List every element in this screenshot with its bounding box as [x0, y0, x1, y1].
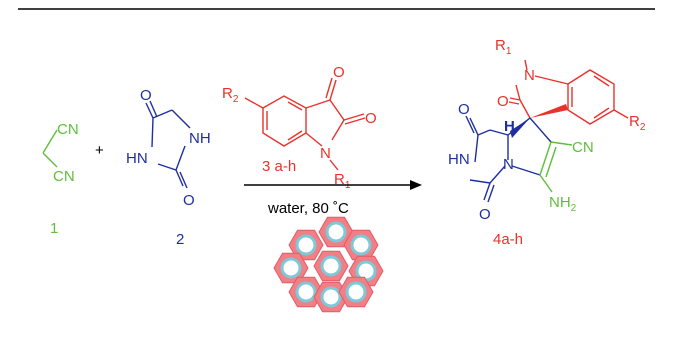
compound-2-o-bottom: O	[183, 192, 195, 209]
compound-1-cn-top: CN	[57, 121, 79, 138]
product-aminonitrile	[539, 141, 573, 193]
product-h-wedge	[510, 118, 530, 138]
product-label: 4a-h	[493, 231, 523, 248]
reaction-conditions: water, 80 ˚C	[267, 200, 349, 217]
product-hn: HN	[448, 151, 470, 168]
product-r1: R1	[495, 37, 512, 57]
product-r2: R2	[629, 113, 646, 133]
compound-3-o-right: O	[365, 110, 377, 127]
product-o-top: O	[458, 101, 470, 118]
compound-3-isatin	[244, 77, 366, 171]
product-n-ring: N	[503, 156, 514, 173]
catalyst-honeycomb	[273, 216, 384, 313]
product-nh2: NH2	[549, 194, 577, 214]
compound-2-nh: NH	[189, 130, 211, 147]
product-o-lactam: O	[497, 93, 509, 110]
catalyst-pore	[320, 255, 342, 277]
compound-3-o-top: O	[333, 64, 345, 81]
compound-3-n: N	[320, 145, 331, 162]
plus-sign: +	[95, 142, 104, 159]
catalyst-pore	[325, 221, 347, 243]
product-h: H	[504, 118, 515, 135]
product-spiro-wedge	[530, 104, 568, 118]
product-cn: CN	[572, 139, 594, 156]
compound-3-label: 3 a-h	[262, 158, 296, 175]
compound-2-number: 2	[176, 231, 184, 248]
reaction-arrow-head	[410, 180, 422, 190]
product-n-top: N	[524, 67, 535, 84]
catalyst-pore	[320, 286, 342, 308]
catalyst-pore	[350, 234, 372, 256]
compound-1-malononitrile	[42, 129, 58, 168]
compound-1-number: 1	[50, 220, 58, 237]
product-o-bottom: O	[479, 206, 491, 223]
catalyst-pore	[295, 281, 317, 303]
compound-2-o-top: O	[140, 87, 152, 104]
compound-2-hydantoin	[145, 100, 191, 189]
compound-3-r2: R2	[222, 85, 239, 105]
compound-2-hn: HN	[126, 150, 148, 167]
compound-1-cn-bottom: CN	[53, 168, 75, 185]
product-hydantoin-ring	[465, 115, 552, 203]
compound-3-r1: R1	[334, 171, 351, 191]
catalyst-pore	[280, 257, 302, 279]
catalyst-pore	[295, 234, 317, 256]
catalyst-pore	[345, 281, 367, 303]
